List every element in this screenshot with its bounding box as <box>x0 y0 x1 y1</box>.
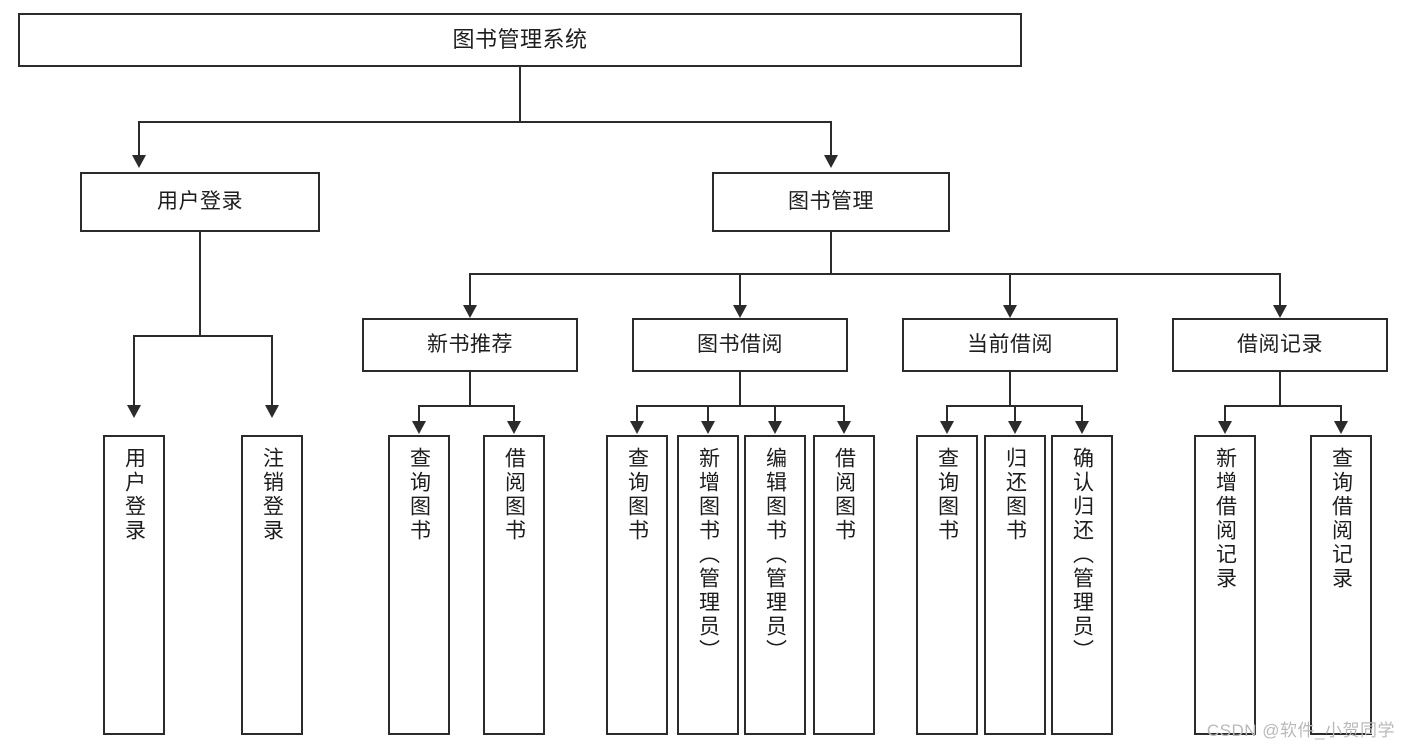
node-label: 图书借阅 <box>697 333 783 357</box>
node-label: 新增图书（管理员） <box>696 447 720 663</box>
node-label: 确认归还（管理员） <box>1070 447 1094 663</box>
edge-drop-leaf-user-login <box>133 335 135 407</box>
leaf-bb-query-book[interactable]: 查询图书 <box>606 435 668 735</box>
arrow-current-borrow <box>1003 305 1017 318</box>
edge-user-login-bus <box>133 335 273 337</box>
arrow-bb-query <box>630 421 644 434</box>
edge-drop-bb-edit <box>774 405 776 423</box>
arrow-bb-edit <box>768 421 782 434</box>
edge-drop-book-manage <box>830 121 832 157</box>
arrow-book-borrow <box>733 305 747 318</box>
node-label: 新书推荐 <box>427 333 513 357</box>
edge-book-manage-stem <box>830 232 832 274</box>
edge-level3-bus <box>469 273 1281 275</box>
node-label: 注销登录 <box>260 447 284 543</box>
edge-root-stem <box>519 67 521 122</box>
edge-new-book-stem <box>469 372 471 406</box>
node-root-system[interactable]: 图书管理系统 <box>18 13 1022 67</box>
node-label: 查询借阅记录 <box>1329 447 1353 591</box>
node-new-book-recommend[interactable]: 新书推荐 <box>362 318 578 372</box>
node-label: 查询图书 <box>935 447 959 543</box>
node-label: 用户登录 <box>157 190 243 214</box>
node-label: 图书管理系统 <box>452 26 588 52</box>
edge-drop-borrow-record <box>1279 273 1281 307</box>
edge-drop-nb-borrow <box>513 405 515 423</box>
node-label: 图书管理 <box>788 190 874 214</box>
edge-new-book-bus <box>418 405 514 407</box>
leaf-cb-return-book[interactable]: 归还图书 <box>984 435 1046 735</box>
leaf-bb-borrow-book[interactable]: 借阅图书 <box>813 435 875 735</box>
arrow-nb-borrow <box>507 421 521 434</box>
arrow-leaf-logout <box>265 405 279 418</box>
node-label: 归还图书 <box>1003 447 1027 543</box>
edge-user-login-stem <box>199 232 201 336</box>
node-label: 借阅图书 <box>832 447 856 543</box>
arrow-bb-add <box>701 421 715 434</box>
node-label: 编辑图书（管理员） <box>763 447 787 663</box>
arrow-new-book <box>463 305 477 318</box>
edge-current-borrow-stem <box>1009 372 1011 406</box>
edge-drop-bb-add <box>707 405 709 423</box>
edge-drop-cb-return <box>1014 405 1016 423</box>
arrow-cb-confirm <box>1075 421 1089 434</box>
node-label: 当前借阅 <box>967 333 1053 357</box>
edge-drop-leaf-logout <box>271 335 273 407</box>
edge-borrow-record-bus <box>1224 405 1341 407</box>
arrow-br-query <box>1334 421 1348 434</box>
leaf-cb-confirm-return-admin[interactable]: 确认归还（管理员） <box>1051 435 1113 735</box>
leaf-cb-query-book[interactable]: 查询图书 <box>916 435 978 735</box>
node-label: 借阅图书 <box>502 447 526 543</box>
node-label: 新增借阅记录 <box>1213 447 1237 591</box>
edge-drop-book-borrow <box>739 273 741 307</box>
node-label: 查询图书 <box>407 447 431 543</box>
edge-drop-bb-borrow <box>843 405 845 423</box>
edge-drop-cb-confirm <box>1081 405 1083 423</box>
arrow-leaf-user-login <box>127 405 141 418</box>
node-current-borrow[interactable]: 当前借阅 <box>902 318 1118 372</box>
arrow-bb-borrow <box>837 421 851 434</box>
arrow-cb-return <box>1008 421 1022 434</box>
leaf-br-add-record[interactable]: 新增借阅记录 <box>1194 435 1256 735</box>
edge-drop-cb-query <box>946 405 948 423</box>
arrow-book-manage <box>824 155 838 168</box>
node-borrow-record[interactable]: 借阅记录 <box>1172 318 1388 372</box>
edge-drop-current-borrow <box>1009 273 1011 307</box>
edge-drop-bb-query <box>636 405 638 423</box>
edge-drop-new-book <box>469 273 471 307</box>
leaf-logout[interactable]: 注销登录 <box>241 435 303 735</box>
edge-drop-br-query <box>1340 405 1342 423</box>
leaf-br-query-record[interactable]: 查询借阅记录 <box>1310 435 1372 735</box>
edge-root-bus <box>138 121 832 123</box>
leaf-nb-query-book[interactable]: 查询图书 <box>388 435 450 735</box>
node-book-borrow[interactable]: 图书借阅 <box>632 318 848 372</box>
node-label: 查询图书 <box>625 447 649 543</box>
arrow-borrow-record <box>1273 305 1287 318</box>
arrow-br-add <box>1218 421 1232 434</box>
leaf-nb-borrow-book[interactable]: 借阅图书 <box>483 435 545 735</box>
edge-borrow-record-stem <box>1279 372 1281 406</box>
node-label: 借阅记录 <box>1237 333 1323 357</box>
arrow-user-login <box>132 155 146 168</box>
edge-drop-br-add <box>1224 405 1226 423</box>
leaf-bb-edit-book-admin[interactable]: 编辑图书（管理员） <box>744 435 806 735</box>
arrow-nb-query <box>412 421 426 434</box>
node-book-management[interactable]: 图书管理 <box>712 172 950 232</box>
leaf-user-login[interactable]: 用户登录 <box>103 435 165 735</box>
edge-drop-nb-query <box>418 405 420 423</box>
edge-book-borrow-bus <box>636 405 845 407</box>
leaf-bb-add-book-admin[interactable]: 新增图书（管理员） <box>677 435 739 735</box>
node-label: 用户登录 <box>122 447 146 543</box>
arrow-cb-query <box>940 421 954 434</box>
edge-drop-user-login <box>138 121 140 157</box>
edge-book-borrow-stem <box>739 372 741 406</box>
node-user-login[interactable]: 用户登录 <box>80 172 320 232</box>
